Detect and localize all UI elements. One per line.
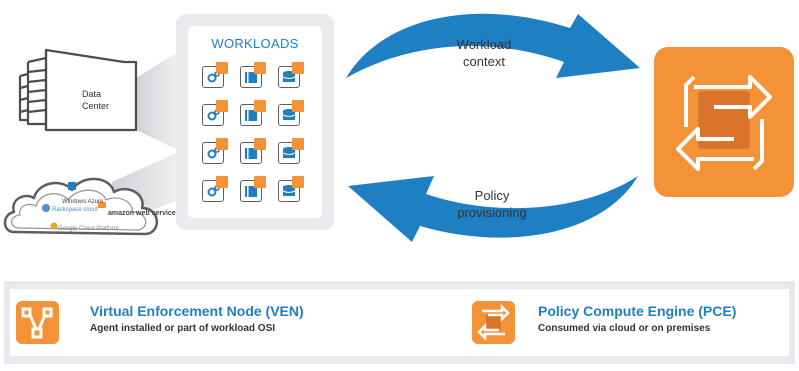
ven-badge-icon <box>254 62 266 74</box>
workload-tile <box>278 138 304 164</box>
workload-tile <box>240 62 266 88</box>
amazon-icon <box>98 202 106 208</box>
workloads-title: WORKLOADS <box>211 36 299 51</box>
policy-provisioning-line1: Policy <box>474 188 510 203</box>
storage-workload-icon <box>244 146 258 165</box>
policy-provisioning-line2: provisioning <box>457 205 527 220</box>
legend-panel: Virtual Enforcement Node (VEN) Agent ins… <box>4 281 795 364</box>
pce-title: Policy Compute Engine (PCE) <box>538 303 737 319</box>
google-cloud-icon <box>50 222 58 230</box>
workload-tile <box>278 100 304 126</box>
ven-legend-icon <box>16 301 59 344</box>
pce-small-cycle-icon <box>477 303 510 342</box>
ven-badge-icon <box>292 176 304 188</box>
windows-azure-icon <box>68 182 76 190</box>
data-center-label: Data Center <box>82 88 142 112</box>
windows-azure-label: Windows Azure <box>62 199 104 205</box>
data-center-label-line1: Data <box>82 89 102 99</box>
workloads-inner: WORKLOADS <box>188 26 322 218</box>
workloads-panel: WORKLOADS <box>176 14 334 230</box>
ven-title: Virtual Enforcement Node (VEN) <box>90 303 304 319</box>
ven-badge-icon <box>216 138 228 150</box>
legend-inner: Virtual Enforcement Node (VEN) Agent ins… <box>10 289 789 356</box>
workload-tile <box>202 100 228 126</box>
workload-context-line1: Workload <box>456 37 512 52</box>
workload-tile <box>202 62 228 88</box>
google-cloud-label: Google Cloud Platform <box>58 226 119 232</box>
pce-legend-icon <box>472 301 515 344</box>
data-center-icon <box>18 48 138 132</box>
data-center-label-line2: Center <box>82 101 110 111</box>
workload-tile <box>240 176 266 202</box>
storage-workload-icon <box>244 184 258 203</box>
ven-badge-icon <box>216 100 228 112</box>
ven-badge-icon <box>292 62 304 74</box>
policy-provisioning-label: Policy provisioning <box>440 187 544 221</box>
workload-tile <box>240 138 266 164</box>
workload-context-line2: context <box>463 54 505 69</box>
datacenter-connector <box>136 52 178 150</box>
pce-cycle-icon <box>676 75 772 171</box>
cloud-icon <box>3 177 158 236</box>
workload-tile <box>240 100 266 126</box>
workload-tile <box>278 176 304 202</box>
ven-badge-icon <box>254 100 266 112</box>
ven-badge-icon <box>254 138 266 150</box>
pce-subtitle: Consumed via cloud or on premises <box>538 323 711 334</box>
ven-badge-icon <box>292 138 304 150</box>
workload-tile <box>278 62 304 88</box>
policy-provisioning-arrow <box>348 176 638 242</box>
amazon-label: amazon web services <box>108 210 180 217</box>
storage-workload-icon <box>244 70 258 89</box>
workload-tile <box>202 176 228 202</box>
workload-context-arrow <box>346 13 640 78</box>
workload-context-label: Workload context <box>432 36 536 70</box>
ven-node-icon <box>21 307 53 339</box>
rackspace-icon <box>42 204 50 212</box>
rackspace-label: Rackspace cloud <box>52 207 98 213</box>
pce-icon <box>654 47 794 197</box>
ven-badge-icon <box>292 100 304 112</box>
ven-badge-icon <box>216 176 228 188</box>
ven-badge-icon <box>254 176 266 188</box>
ven-badge-icon <box>216 62 228 74</box>
flow-arrows <box>346 13 640 242</box>
workload-tile <box>202 138 228 164</box>
ven-subtitle: Agent installed or part of workload OSI <box>90 323 276 334</box>
storage-workload-icon <box>244 108 258 127</box>
